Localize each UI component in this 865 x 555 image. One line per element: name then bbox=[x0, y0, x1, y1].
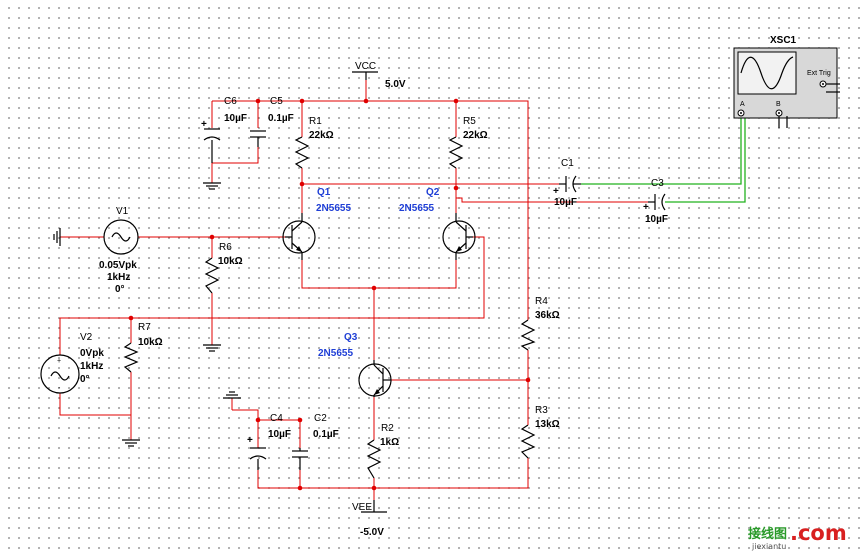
resistor-r5[interactable]: R5 22kΩ bbox=[448, 116, 488, 169]
sine-wave-icon bbox=[740, 56, 794, 90]
r2-ref: R2 bbox=[381, 423, 394, 434]
ac-source-v2[interactable]: + - V2 0Vpk 1kHz 0° bbox=[40, 332, 104, 394]
q3-model: 2N5655 bbox=[318, 348, 353, 359]
resistor-r7[interactable]: R7 10kΩ bbox=[123, 322, 163, 373]
q1-ref: Q1 bbox=[317, 187, 331, 198]
r3-ref: R3 bbox=[535, 405, 548, 416]
capacitor-c6[interactable]: + C6 10µF bbox=[201, 96, 247, 163]
scope-ext-trig: Ext Trig bbox=[807, 70, 831, 77]
c5-ref: C5 bbox=[270, 96, 283, 107]
oscilloscope-xsc1[interactable]: XSC1 A B Ext Trig bbox=[733, 35, 840, 128]
ac-source-v1[interactable]: V1 0.05Vpk 1kHz 0° bbox=[99, 206, 139, 295]
c3-value: 10µF bbox=[645, 214, 668, 225]
resistor-r2[interactable]: R2 1kΩ bbox=[366, 423, 399, 479]
v2-frequency: 1kHz bbox=[80, 361, 103, 372]
capacitor-c3[interactable]: + C3 10µF bbox=[643, 178, 668, 225]
c2-value: 0.1µF bbox=[313, 429, 339, 440]
ground-icon bbox=[223, 391, 241, 399]
c5-value: 0.1µF bbox=[268, 113, 294, 124]
ground-icon bbox=[53, 228, 61, 246]
vcc-value: 5.0V bbox=[385, 79, 406, 90]
sign-minus: - bbox=[58, 385, 61, 392]
r6-ref: R6 bbox=[219, 242, 232, 253]
wires bbox=[59, 80, 648, 500]
c3-ref: C3 bbox=[651, 178, 664, 189]
c1-value: 10µF bbox=[554, 197, 577, 208]
sign-plus: + bbox=[247, 435, 253, 446]
r4-ref: R4 bbox=[535, 296, 548, 307]
v2-amplitude: 0Vpk bbox=[80, 348, 104, 359]
capacitor-c5[interactable]: C5 0.1µF bbox=[250, 96, 294, 147]
watermark-pinyin: jiexiantu bbox=[751, 542, 786, 551]
v2-ref: V2 bbox=[80, 332, 93, 343]
r7-value: 10kΩ bbox=[138, 337, 163, 348]
vee-name: VEE bbox=[352, 502, 372, 513]
vee-symbol: VEE -5.0V bbox=[352, 500, 387, 538]
r5-ref: R5 bbox=[463, 116, 476, 127]
c4-value: 10µF bbox=[268, 429, 291, 440]
q1-model: 2N5655 bbox=[316, 203, 351, 214]
r4-value: 36kΩ bbox=[535, 310, 560, 321]
watermark-cn: 接线图 bbox=[748, 526, 787, 542]
scope-ref: XSC1 bbox=[770, 35, 797, 46]
r5-value: 22kΩ bbox=[463, 130, 488, 141]
r6-value: 10kΩ bbox=[218, 256, 243, 267]
transistor-q1[interactable]: Q1 2N5655 bbox=[282, 187, 351, 260]
junction-dots bbox=[128, 98, 531, 491]
resistor-r3[interactable]: R3 13kΩ bbox=[520, 405, 560, 459]
q2-ref: Q2 bbox=[426, 187, 440, 198]
resistor-r6[interactable]: R6 10kΩ bbox=[204, 242, 243, 294]
q2-model: 2N5655 bbox=[399, 203, 434, 214]
r7-ref: R7 bbox=[138, 322, 151, 333]
sign-plus: + bbox=[643, 202, 649, 213]
v1-phase: 0° bbox=[115, 284, 125, 295]
transistor-q2[interactable]: Q2 2N5655 bbox=[399, 187, 476, 260]
transistor-q3[interactable]: Q3 2N5655 bbox=[318, 332, 392, 397]
ground-icon bbox=[203, 182, 221, 190]
resistor-r4[interactable]: R4 36kΩ bbox=[520, 296, 560, 351]
ground-icon bbox=[122, 439, 140, 447]
v1-amplitude: 0.05Vpk bbox=[99, 260, 137, 271]
c4-ref: C4 bbox=[270, 413, 283, 424]
scope-screen bbox=[737, 51, 797, 95]
capacitor-c1[interactable]: + C1 10µF bbox=[553, 158, 581, 208]
v2-phase: 0° bbox=[80, 374, 90, 385]
watermark-dotcom: .com bbox=[790, 521, 847, 545]
r1-ref: R1 bbox=[309, 116, 322, 127]
scope-channel-b: B bbox=[776, 101, 781, 108]
vee-value: -5.0V bbox=[360, 527, 384, 538]
v1-frequency: 1kHz bbox=[107, 272, 130, 283]
capacitor-c2[interactable]: C2 0.1µF bbox=[292, 413, 339, 470]
c1-ref: C1 bbox=[561, 158, 574, 169]
sign-plus: + bbox=[57, 358, 61, 365]
c2-ref: C2 bbox=[314, 413, 327, 424]
resistor-r1[interactable]: R1 22kΩ bbox=[294, 116, 334, 169]
r2-value: 1kΩ bbox=[380, 437, 399, 448]
probe-wires bbox=[581, 113, 746, 203]
r1-value: 22kΩ bbox=[309, 130, 334, 141]
vcc-name: VCC bbox=[355, 61, 376, 72]
v1-ref: V1 bbox=[116, 206, 129, 217]
watermark-logo: 接线图 .com jiexiantu bbox=[748, 521, 847, 551]
vcc-symbol: VCC 5.0V bbox=[352, 61, 406, 90]
sign-plus: + bbox=[553, 186, 559, 197]
c6-ref: C6 bbox=[224, 96, 237, 107]
r3-value: 13kΩ bbox=[535, 419, 560, 430]
scope-channel-a: A bbox=[740, 101, 745, 108]
c6-value: 10µF bbox=[224, 113, 247, 124]
sign-plus: + bbox=[201, 119, 207, 130]
q3-ref: Q3 bbox=[344, 332, 358, 343]
ground-icon bbox=[203, 344, 221, 352]
capacitor-c4[interactable]: + C4 10µF bbox=[247, 413, 291, 470]
